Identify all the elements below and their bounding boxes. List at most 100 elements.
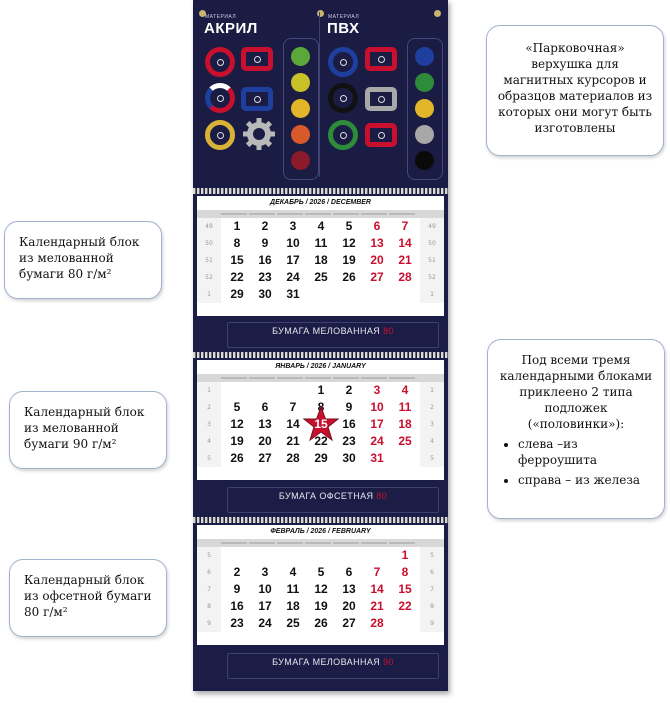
week-number: 5 <box>207 455 211 462</box>
calendar-day: 16 <box>230 599 244 613</box>
calendar-day: 24 <box>286 270 300 284</box>
calendar-day: 15 <box>398 582 412 596</box>
weekday-slot <box>361 542 387 544</box>
calendar-day: 24 <box>258 616 272 630</box>
calendar-day: 14 <box>370 582 384 596</box>
callout-block-2-line3: бумаги 90 г/м² <box>24 437 117 451</box>
callout-backing-list: слева –из ферроушита справа – из железа <box>498 436 654 488</box>
swatch-panel-pvc <box>407 38 443 180</box>
calendar-day: 2 <box>261 219 269 233</box>
calendar-day: 7 <box>401 219 409 233</box>
calendar-day: 6 <box>373 219 381 233</box>
calendar-day: 5 <box>233 400 241 414</box>
calendar-day: 16 <box>342 417 356 431</box>
magnet-grey-rect <box>365 87 397 111</box>
week-number: 7 <box>207 586 211 593</box>
calendar-day: 11 <box>398 400 412 414</box>
weekday-slot <box>305 377 331 379</box>
calendar-day: 21 <box>370 599 384 613</box>
swatch-green-pvc <box>415 73 434 92</box>
calendar-week-row: 1 <box>221 547 420 564</box>
month-title: ЯНВАРЬ / 2026 / JANUARY <box>275 363 366 370</box>
week-number: 52 <box>205 274 213 281</box>
weekday-slot <box>333 542 359 544</box>
calendar-day: 4 <box>289 565 297 579</box>
week-number: 3 <box>430 421 434 428</box>
magnet-gold-circle <box>205 120 235 150</box>
calendar-day: 13 <box>342 582 356 596</box>
calendar-day: 2 <box>233 565 241 579</box>
swatch-yellow <box>291 99 310 118</box>
weekday-row <box>197 539 444 547</box>
callout-block-3-line3: 80 г/м² <box>24 605 68 619</box>
wall-calendar: МАТЕРИАЛ АКРИЛ МАТЕРИАЛ ПВХ <box>193 0 448 691</box>
calendar-day: 9 <box>261 236 269 250</box>
calendar-day: 18 <box>286 599 300 613</box>
week-number: 9 <box>207 620 211 627</box>
header-divider <box>319 12 320 177</box>
calendar-day <box>251 382 279 399</box>
calendar-day: 20 <box>342 599 356 613</box>
calendar-day: 9 <box>233 582 241 596</box>
material-label-acrylic-small: МАТЕРИАЛ <box>205 14 237 20</box>
calendar-day: 7 <box>289 400 297 414</box>
calendar-day: 4 <box>401 383 409 397</box>
weekday-slot <box>333 213 359 215</box>
weekday-slot <box>277 213 303 215</box>
calendar-day: 6 <box>261 400 269 414</box>
calendar-day: 26 <box>230 451 244 465</box>
calendar-day: 23 <box>230 616 244 630</box>
paper-label-title: БУМАГА МЕЛОВАННАЯ 80 <box>228 326 438 336</box>
week-number: 9 <box>430 620 434 627</box>
weekday-slot <box>389 213 415 215</box>
paper-weight: 90 <box>383 657 394 667</box>
calendar-day: 12 <box>314 582 328 596</box>
calendar-day: 26 <box>314 616 328 630</box>
calendar-day: 4 <box>317 219 325 233</box>
swatch-black <box>415 151 434 170</box>
calendar-day: 20 <box>258 434 272 448</box>
calendar-day: 1 <box>233 219 241 233</box>
calendar-day: 28 <box>286 451 300 465</box>
week-number: 8 <box>207 603 211 610</box>
paper-type: БУМАГА ОФСЕТНАЯ <box>278 491 374 501</box>
paper-label-title: БУМАГА МЕЛОВАННАЯ 90 <box>228 657 438 667</box>
material-label-acrylic: АКРИЛ <box>204 20 258 37</box>
calendar-day <box>363 547 391 564</box>
calendar-day: 14 <box>286 417 300 431</box>
paper-label-3: БУМАГА МЕЛОВАННАЯ 90 <box>227 653 439 679</box>
calendar-day: 26 <box>342 270 356 284</box>
calendar-day: 10 <box>370 400 384 414</box>
paper-type: БУМАГА МЕЛОВАННАЯ <box>272 326 381 336</box>
calendar-day: 8 <box>401 565 409 579</box>
calendar-day: 1 <box>401 548 409 562</box>
week-number: 2 <box>207 404 211 411</box>
calendar-day: 15 <box>314 417 328 431</box>
calendar-day: 28 <box>398 270 412 284</box>
swatch-yellow-pvc <box>415 99 434 118</box>
callout-block-3: Календарный блок из офсетной бумаги 80 г… <box>9 559 167 637</box>
calendar-day: 27 <box>342 616 356 630</box>
callout-block-1-line2: из мелованной <box>19 251 114 265</box>
calendar-day: 22 <box>398 599 412 613</box>
spiral-binding-3 <box>193 517 448 523</box>
swatch-green <box>291 47 310 66</box>
month-title: ФЕВРАЛЬ / 2026 / FEBRUARY <box>270 528 371 535</box>
magnet-red-circle <box>205 47 235 77</box>
calendar-day: 19 <box>342 253 356 267</box>
calendar-day: 2 <box>345 383 353 397</box>
week-number: 2 <box>430 404 434 411</box>
calendar-day: 5 <box>317 565 325 579</box>
weekday-slot <box>221 377 247 379</box>
calendar-day <box>307 286 335 303</box>
